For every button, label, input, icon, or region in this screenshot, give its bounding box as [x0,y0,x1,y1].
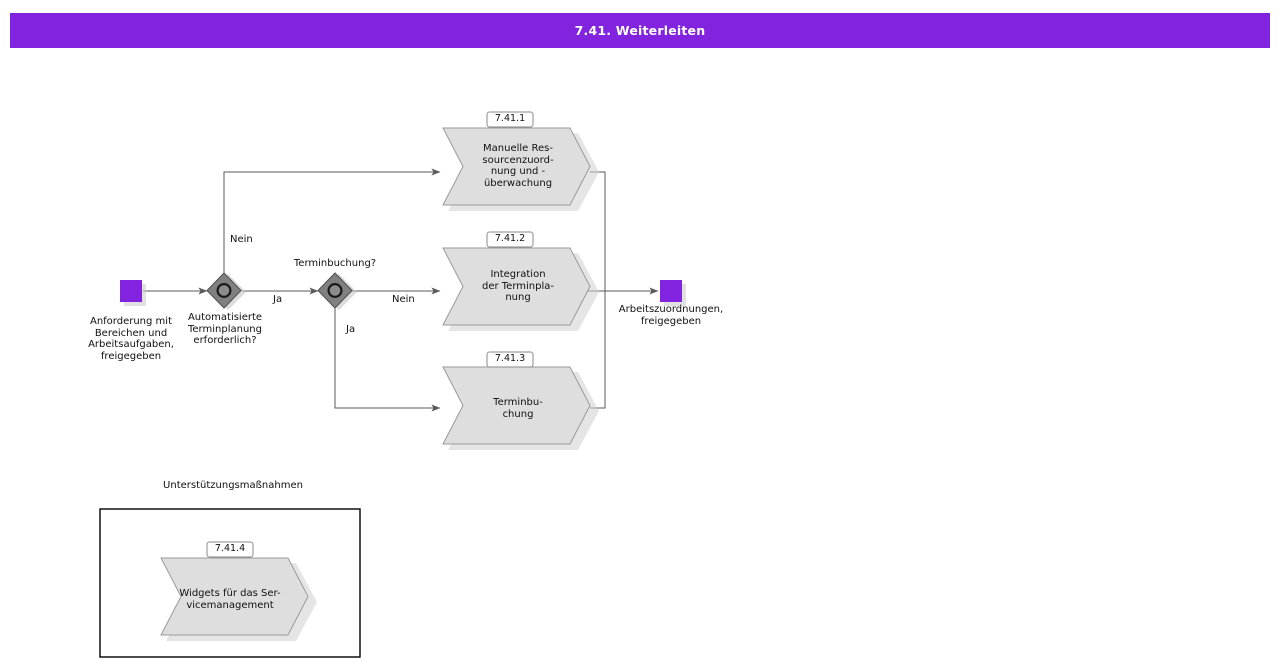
gateway-automatisierte-terminplanung[interactable] [206,272,246,310]
group-title: Unterstützungsmaßnahmen [163,480,303,491]
gateway-terminbuchung[interactable] [317,272,357,310]
badge-box-7-41-2 [486,231,534,248]
task-7-41-3[interactable] [442,366,599,450]
badge-box-7-41-3 [486,351,534,368]
task-7-41-2[interactable] [442,247,599,331]
edge-label-gw2-nein: Nein [392,294,415,305]
task-7-41-1-label: Manuelle Res- sourcenzuord- nung und - ü… [482,143,554,189]
page-header-bar: 7.41. Weiterleiten [10,13,1270,48]
edge-task1-to-end [590,171,606,291]
badge-label-7-41-3: 7.41.3 [494,353,526,364]
badge-label-7-41-1: 7.41.1 [494,113,526,124]
task-7-41-4-label: Widgets für das Ser- vicemanagement [179,588,281,611]
page-title: 7.41. Weiterleiten [574,23,706,38]
edge-label-gw2-ja: Ja [346,324,356,335]
task-7-41-1[interactable] [442,127,599,211]
badge-box-7-41-4 [206,541,254,558]
badge-label-7-41-4: 7.41.4 [214,543,246,554]
edge-label-gw1-nein: Nein [230,234,253,245]
start-event-node[interactable] [120,280,142,302]
task-7-41-2-label: Integration der Terminpla- nung [481,269,554,304]
start-event-label: Anforderung mit Bereichen und Arbeitsauf… [88,316,174,362]
edge-gateway2-ja-to-task3 [334,308,441,412]
edge-label-gw1-ja: Ja [273,294,283,305]
edge-gateway1-nein-to-task1 [223,168,441,274]
task-7-41-3-label: Terminbu- chung [493,397,543,420]
badge-label-7-41-2: 7.41.2 [494,233,526,244]
end-event-label: Arbeitszuordnungen, freigegeben [618,304,724,327]
gateway2-label: Terminbuchung? [293,258,377,269]
task-7-41-4[interactable] [160,557,317,641]
end-event-node[interactable] [660,280,682,302]
badge-box-7-41-1 [486,111,534,128]
gateway1-label: Automatisierte Terminplanung erforderlic… [187,312,263,347]
